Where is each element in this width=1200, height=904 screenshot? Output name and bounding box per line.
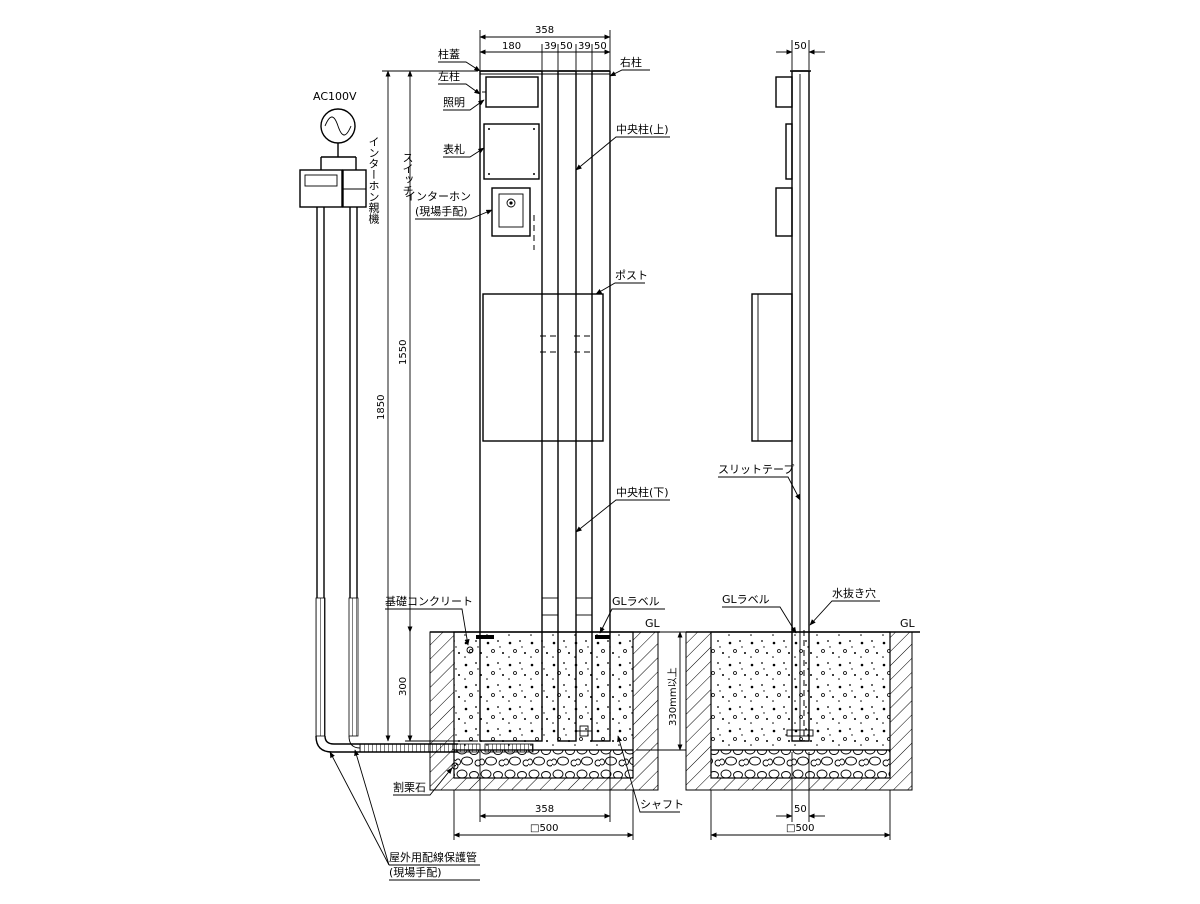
- conduit-right: [348, 597, 359, 737]
- side-dim-bottom: 50: [794, 804, 807, 815]
- foundation-concrete: [453, 631, 634, 751]
- side-light: [775, 76, 793, 108]
- camera-icon: [506, 198, 516, 208]
- side-nameplate: [785, 123, 793, 180]
- side-gravel-layer: [710, 749, 891, 779]
- dim-height-total: 1850: [376, 395, 387, 420]
- label-nameplate: 表札: [443, 142, 465, 156]
- label-post-box: ポスト: [615, 269, 648, 282]
- dim-top-50b: 50: [594, 41, 607, 52]
- side-label-gl: GL: [900, 617, 916, 630]
- intercom-master-unit: [299, 169, 343, 208]
- side-foundation-concrete: [710, 631, 891, 751]
- dim-base: □500: [530, 823, 559, 834]
- label-left-post: 左柱: [438, 69, 460, 83]
- dim-top-50a: 50: [560, 41, 573, 52]
- label-gravel: 割栗石: [393, 780, 426, 794]
- gravel-layer: [453, 749, 634, 779]
- side-label-slit-tape: スリットテープ: [718, 463, 794, 476]
- dim-top-180: 180: [502, 41, 521, 52]
- conduit-left: [315, 597, 326, 737]
- nameplate-panel: [483, 123, 540, 180]
- side-dim-base: □500: [786, 823, 815, 834]
- dim-height-above: 1550: [398, 340, 409, 365]
- label-gl: GL: [645, 617, 661, 630]
- side-label-drain-hole: 水抜き穴: [832, 586, 876, 600]
- dim-embed: 330mm以上: [667, 667, 679, 726]
- dim-depth: 300: [398, 677, 409, 696]
- post-box: [482, 293, 604, 442]
- gl-label-mark: [476, 635, 494, 639]
- dim-top-total: 358: [535, 25, 554, 36]
- dim-top-39a: 39: [544, 41, 557, 52]
- light-fixture: [485, 76, 539, 108]
- front-elevation: 柱蓋 左柱 照明 表札 インターホン (現場手配) 右柱 中央柱(上) ポスト …: [329, 25, 686, 881]
- dim-top-39b: 39: [578, 41, 591, 52]
- power-label: AC100V: [313, 90, 357, 103]
- dim-bottom-width: 358: [535, 804, 554, 815]
- label-gl-label: GLラベル: [612, 595, 660, 608]
- side-intercom: [775, 187, 793, 237]
- side-label-gl-label: GLラベル: [722, 593, 770, 606]
- side-dim-top: 50: [794, 41, 807, 52]
- label-right-post: 右柱: [620, 55, 642, 69]
- label-foundation: 基礎コンクリート: [385, 595, 473, 608]
- side-elevation: スリットテープ GLラベル 水抜き穴 GL 50 50 □500: [685, 40, 920, 840]
- side-post-box: [751, 293, 793, 442]
- label-intercom: インターホン: [405, 190, 471, 203]
- label-intercom-note: (現場手配): [415, 204, 468, 218]
- switch-unit: [342, 169, 367, 208]
- label-conduit: 屋外用配線保護管: [389, 850, 477, 864]
- label-center-lower: 中央柱(下): [616, 485, 669, 499]
- label-cap: 柱蓋: [438, 47, 460, 61]
- label-shaft: シャフト: [640, 798, 684, 811]
- intercom-unit: [491, 187, 531, 237]
- label-center-upper: 中央柱(上): [616, 122, 669, 136]
- sine-wave-icon: [324, 116, 352, 136]
- label-conduit-note: (現場手配): [389, 865, 442, 879]
- label-light: 照明: [443, 96, 465, 109]
